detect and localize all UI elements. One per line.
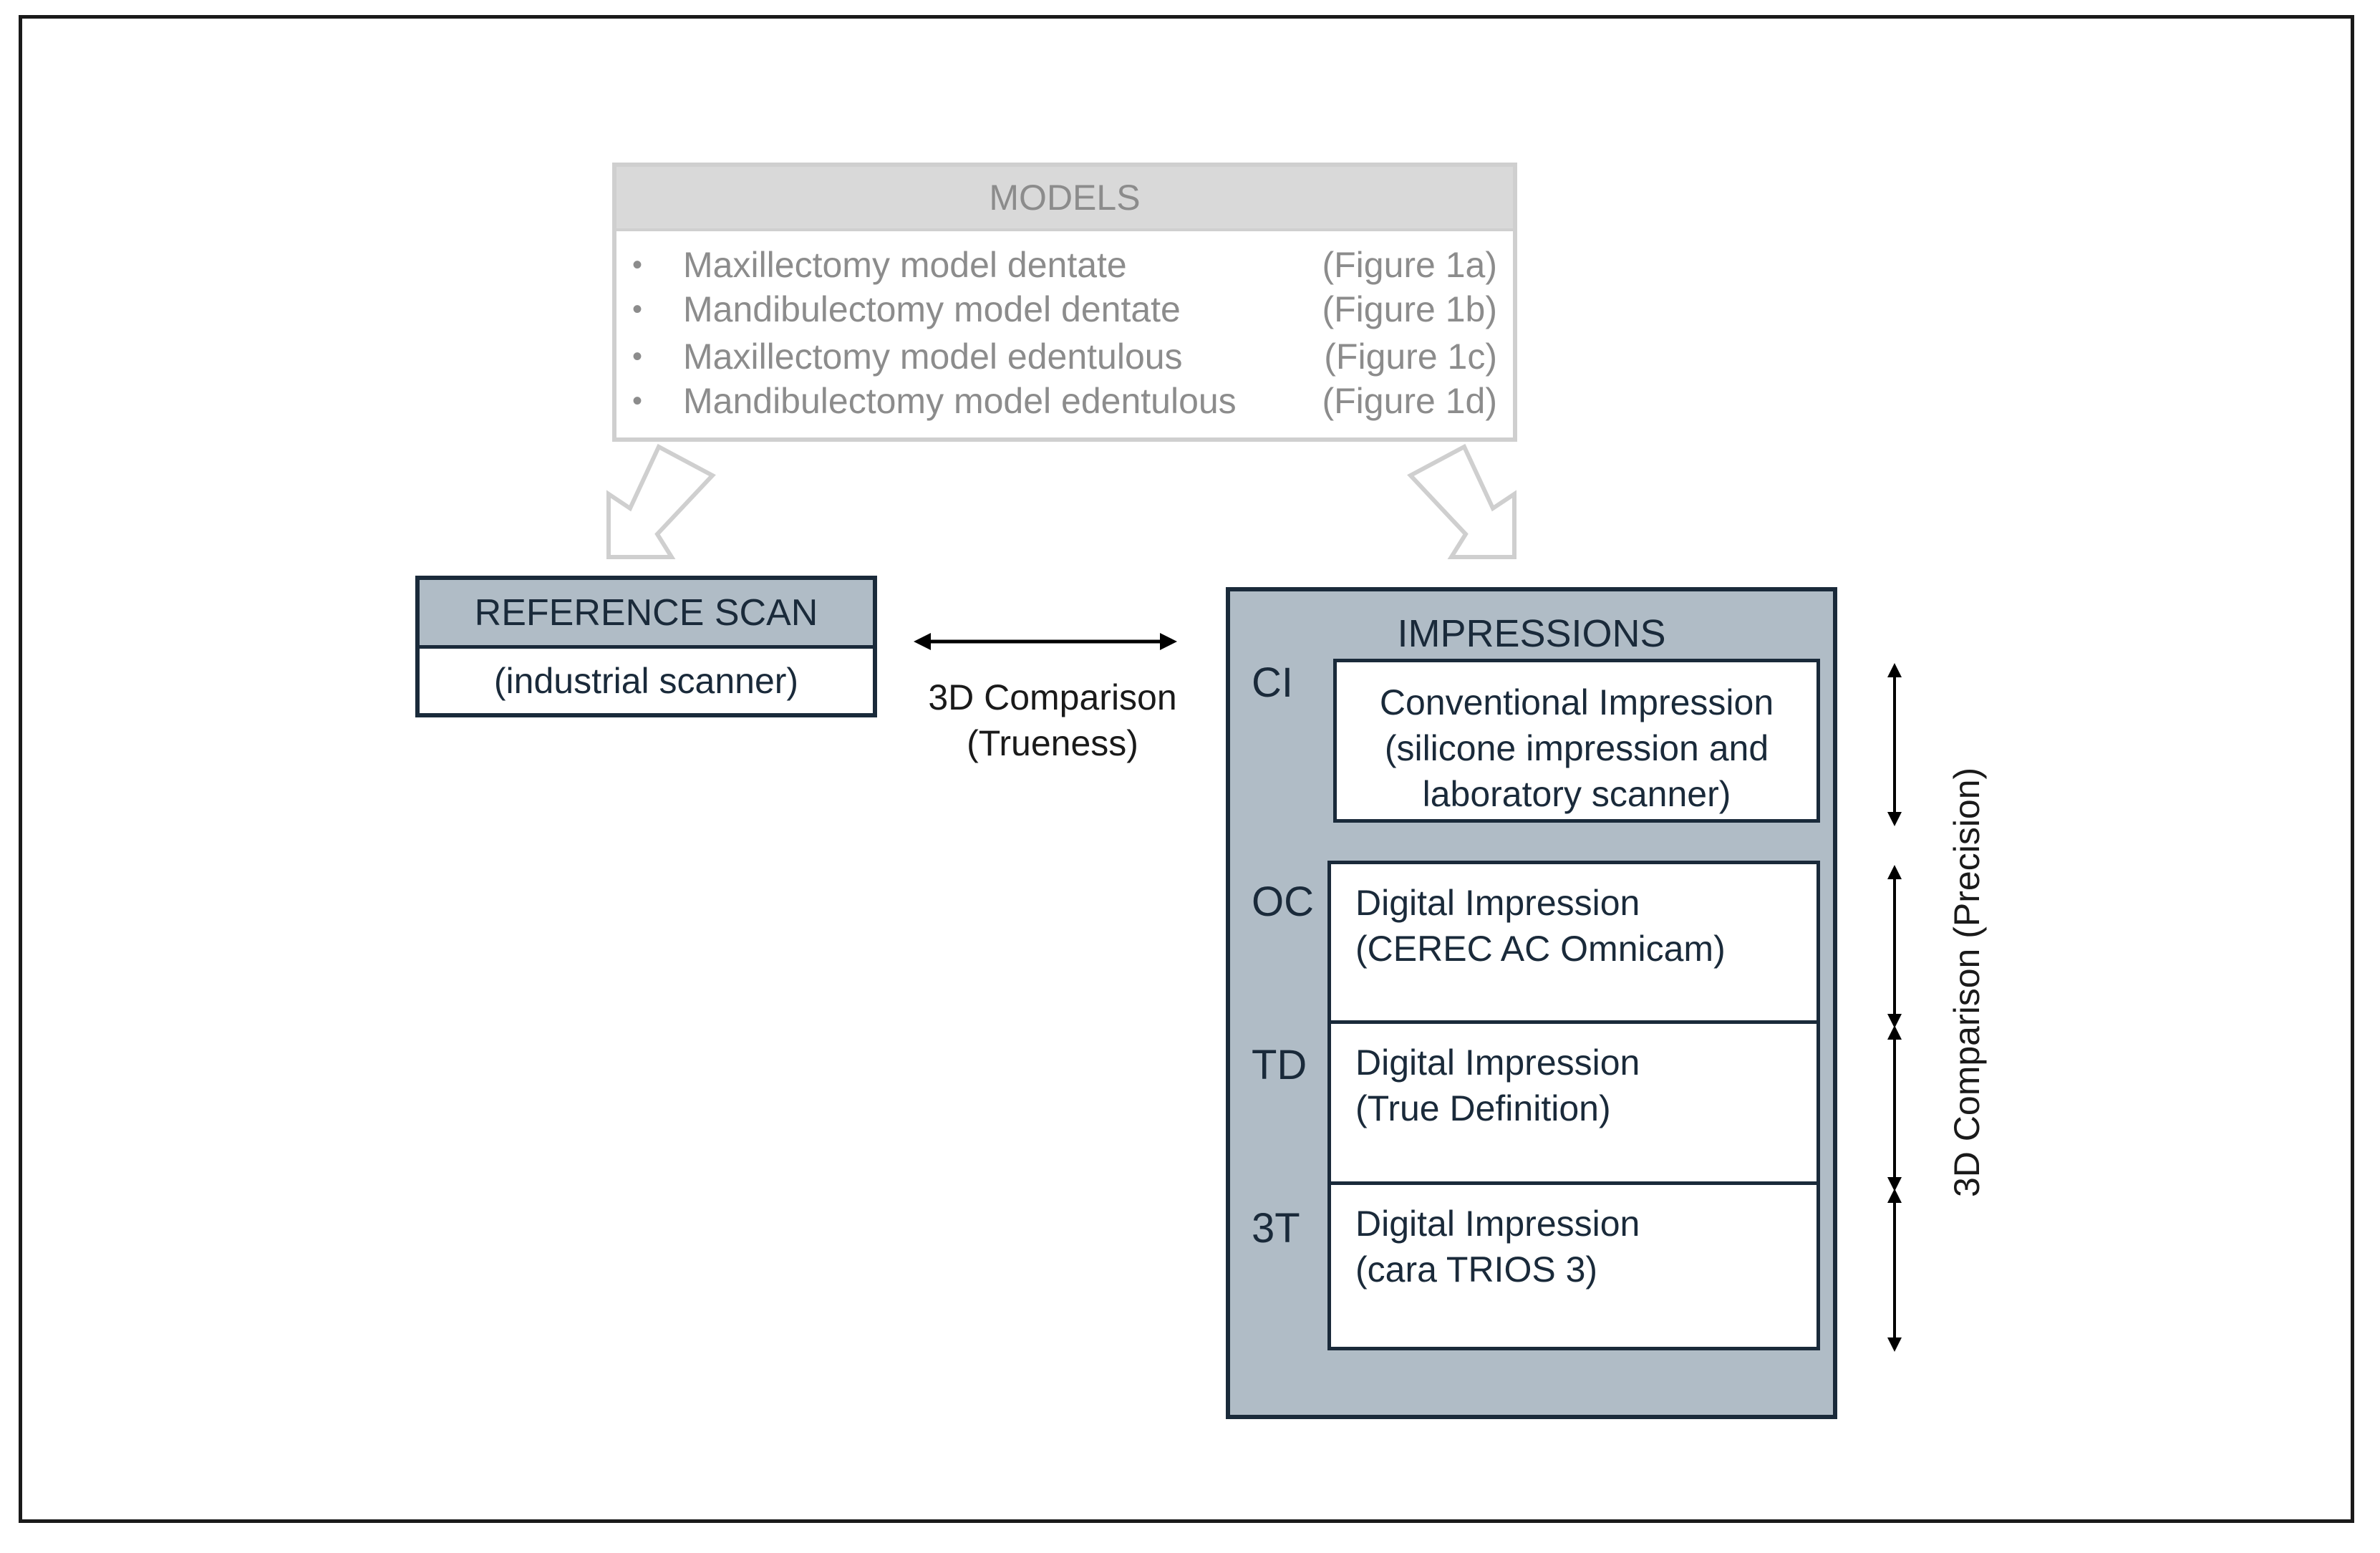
precision-label: 3D Comparison (Precision) xyxy=(1947,767,1987,1197)
precision-arrow-ci-icon xyxy=(1887,663,1902,826)
model-item-name: Maxillectomy model dentate xyxy=(683,245,1127,285)
impression-td-line-2: (True Definition) xyxy=(1355,1088,1611,1128)
bullet-icon: • xyxy=(632,249,643,281)
impression-code-ci: CI xyxy=(1252,659,1293,706)
impression-box-ci: Conventional Impression (silicone impres… xyxy=(1333,659,1820,823)
reference-scan-subtitle: (industrial scanner) xyxy=(493,661,799,701)
impressions-title: IMPRESSIONS xyxy=(1397,612,1666,655)
impression-oc-line-2: (CEREC AC Omnicam) xyxy=(1355,929,1726,969)
bullet-icon: • xyxy=(632,294,643,325)
models-box: MODELS • Maxillectomy model dentate (Figur… xyxy=(612,163,1517,442)
models-title: MODELS xyxy=(616,167,1513,231)
impression-ci-line-2: (silicone impression and xyxy=(1384,728,1769,768)
model-item: • Maxillectomy model dentate (Figure 1a) xyxy=(616,243,1513,287)
model-item-figure: (Figure 1c) xyxy=(1324,337,1497,377)
model-item-name: Mandibulectomy model edentulous xyxy=(683,381,1237,421)
model-item: • Maxillectomy model edentulous (Figure 1c… xyxy=(616,334,1513,379)
model-item: • Mandibulectomy model dentate (Figure 1b) xyxy=(616,287,1513,332)
impression-oc-line-1: Digital Impression xyxy=(1355,883,1640,923)
reference-scan-box: REFERENCE SCAN (industrial scanner) xyxy=(415,576,877,717)
figure-frame xyxy=(19,15,2354,1523)
model-item-figure: (Figure 1b) xyxy=(1322,289,1497,329)
trueness-label: 3D Comparison (Trueness) xyxy=(913,674,1192,766)
model-item: • Mandibulectomy model edentulous (Figure … xyxy=(616,379,1513,423)
precision-arrow-3t-icon xyxy=(1887,1189,1902,1352)
impression-3t-line-1: Digital Impression xyxy=(1355,1204,1640,1244)
impression-box-3t: Digital Impression (cara TRIOS 3) xyxy=(1327,1181,1820,1350)
model-item-figure: (Figure 1a) xyxy=(1322,245,1497,285)
impression-code-3t: 3T xyxy=(1252,1205,1300,1252)
model-item-figure: (Figure 1d) xyxy=(1322,381,1497,421)
model-item-name: Maxillectomy model edentulous xyxy=(683,337,1183,377)
bullet-icon: • xyxy=(632,341,643,372)
impression-box-td: Digital Impression (True Definition) xyxy=(1327,1020,1820,1185)
impression-td-line-1: Digital Impression xyxy=(1355,1042,1640,1083)
impression-code-oc: OC xyxy=(1252,879,1314,925)
reference-scan-title: REFERENCE SCAN xyxy=(420,580,873,649)
bullet-icon: • xyxy=(632,385,643,417)
impression-3t-line-2: (cara TRIOS 3) xyxy=(1355,1249,1598,1290)
trueness-line-1: 3D Comparison xyxy=(928,677,1177,717)
precision-arrow-td-icon xyxy=(1887,1025,1902,1191)
impression-box-oc: Digital Impression (CEREC AC Omnicam) xyxy=(1327,861,1820,1024)
hollow-arrow-right-icon xyxy=(1407,443,1516,559)
impression-code-td: TD xyxy=(1252,1042,1307,1088)
precision-arrow-oc-icon xyxy=(1887,865,1902,1028)
model-item-name: Mandibulectomy model dentate xyxy=(683,289,1181,329)
trueness-double-arrow-icon xyxy=(914,633,1177,650)
hollow-arrow-left-icon xyxy=(606,443,716,559)
impression-ci-line-1: Conventional Impression xyxy=(1379,682,1774,722)
trueness-line-2: (Trueness) xyxy=(967,723,1138,763)
impression-ci-line-3: laboratory scanner) xyxy=(1422,774,1731,814)
